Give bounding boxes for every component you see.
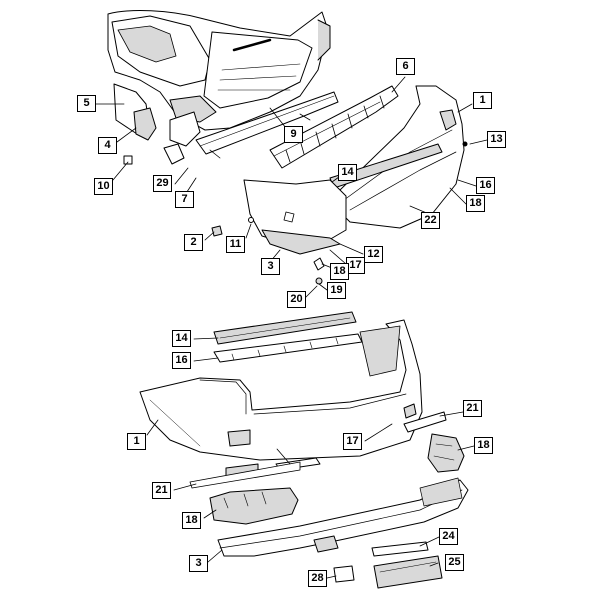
callout-14: 14	[338, 164, 357, 181]
callout-21: 21	[463, 400, 482, 417]
callout-18-c: 18	[474, 437, 493, 454]
callout-6: 6	[396, 58, 415, 75]
leader-lines-top	[95, 76, 488, 299]
callout-16-b: 16	[172, 352, 191, 369]
reflector-strip	[189, 457, 321, 489]
small-fasteners-top	[123, 141, 468, 285]
callout-28: 28	[308, 570, 327, 587]
callout-1-b: 1	[127, 433, 146, 450]
step-pad-lower	[213, 311, 357, 345]
callout-18-d: 18	[182, 512, 201, 529]
callout-22: 22	[421, 212, 440, 229]
leader-lines-bottom	[146, 337, 475, 579]
callout-24: 24	[439, 528, 458, 545]
impact-bar-reinforcement	[195, 91, 339, 159]
callout-14-b: 14	[172, 330, 191, 347]
callout-16: 16	[476, 177, 495, 194]
side-bracket-right	[427, 433, 465, 473]
callout-25: 25	[445, 554, 464, 571]
callout-20: 20	[287, 291, 306, 308]
reflector-right	[403, 411, 447, 433]
lower-fascia	[243, 179, 347, 255]
callout-3: 3	[261, 258, 280, 275]
callout-19: 19	[327, 282, 346, 299]
callout-29: 29	[153, 175, 172, 192]
callout-12: 12	[364, 246, 383, 263]
brackets-left	[133, 107, 201, 165]
lower-valance	[217, 477, 469, 557]
callout-18: 18	[466, 195, 485, 212]
callout-10: 10	[94, 178, 113, 195]
callout-18-b: 18	[330, 263, 349, 280]
energy-absorber	[269, 85, 399, 169]
callout-13: 13	[487, 131, 506, 148]
callout-5: 5	[77, 95, 96, 112]
bumper-fascia-main	[139, 319, 423, 461]
callout-1: 1	[473, 92, 492, 109]
callout-2: 2	[184, 234, 203, 251]
callout-11: 11	[226, 236, 245, 253]
callout-4: 4	[98, 137, 117, 154]
vehicle-rear-body	[107, 10, 331, 137]
callout-7: 7	[175, 191, 194, 208]
lower-trim-parts	[333, 541, 443, 589]
callout-17-b: 17	[343, 433, 362, 450]
callout-3-b: 3	[189, 555, 208, 572]
callout-21-b: 21	[152, 482, 171, 499]
callout-9: 9	[284, 126, 303, 143]
side-bracket-left	[209, 487, 299, 525]
